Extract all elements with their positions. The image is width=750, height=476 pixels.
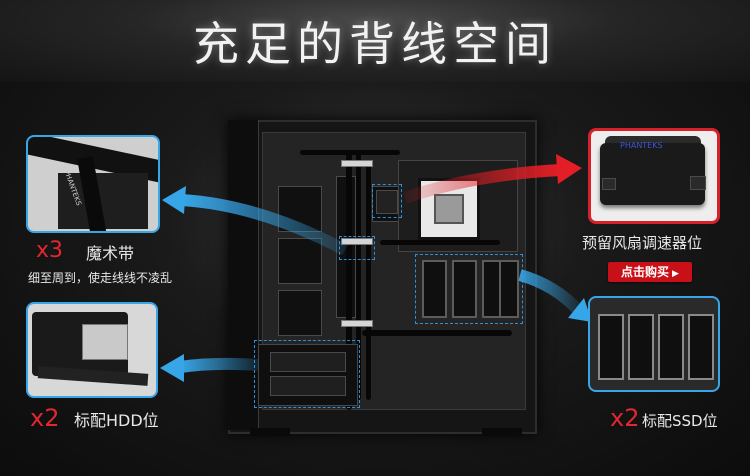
ssd-label: 标配SSD位 — [642, 412, 718, 430]
magic-tape-photo: PHANTEKS — [26, 135, 160, 233]
case-side-edge — [228, 120, 259, 430]
drive-shape — [82, 324, 128, 360]
highlight-ssd-bays — [415, 254, 523, 324]
cable-bundle — [366, 160, 371, 400]
cable-bundle — [356, 150, 361, 400]
arrow-to-magic-tape — [181, 194, 348, 256]
arrow-to-hdd — [179, 357, 259, 373]
case-foot — [482, 428, 522, 436]
cable-bundle — [380, 240, 500, 245]
tray-rail — [37, 366, 149, 386]
ssd-bays-photo — [588, 296, 720, 392]
ssd-bay-closeup — [658, 314, 684, 380]
highlight-fan-controller — [372, 184, 402, 218]
arrow-head-fan-controller — [556, 154, 582, 184]
fan-hub-body — [600, 143, 705, 205]
velcro-strap — [341, 320, 373, 327]
hub-brand-text: PHANTEKS — [620, 141, 663, 150]
cable-bundle — [346, 150, 352, 410]
arrow-head-hdd — [160, 354, 184, 382]
hub-port — [690, 176, 706, 190]
ssd-bay-closeup — [598, 314, 624, 380]
cpu-backplate — [434, 194, 464, 224]
tray-cutout — [278, 238, 322, 284]
play-triangle-icon: ▶ — [672, 269, 679, 279]
arrow-to-ssd — [518, 269, 583, 315]
arrow-head-magic-tape — [162, 186, 186, 214]
buy-now-button[interactable]: 点击购买▶ — [608, 262, 692, 282]
ssd-multiplier: x2 — [610, 404, 640, 432]
magic-tape-multiplier: x3 — [36, 238, 64, 263]
ssd-bay — [422, 260, 447, 318]
cable-bundle — [300, 150, 400, 155]
hdd-slot — [270, 352, 346, 372]
case-foot — [250, 428, 290, 436]
hub-port — [602, 178, 616, 190]
fan-controller-slot — [376, 190, 398, 214]
arrow-head-ssd — [568, 298, 592, 322]
buy-now-label: 点击购买 — [621, 265, 670, 279]
magic-tape-description: 细至周到，使走线线不凌乱 — [28, 271, 173, 285]
fan-controller-label: 预留风扇调速器位 — [582, 234, 703, 252]
magic-tape-label: 魔术带 — [86, 244, 135, 263]
tray-cutout — [278, 290, 322, 336]
hdd-multiplier: x2 — [30, 404, 60, 432]
page-title: 充足的背线空间 — [193, 17, 557, 71]
ssd-bay — [452, 260, 477, 318]
hdd-slot — [270, 376, 346, 396]
ssd-bay — [499, 260, 519, 318]
hdd-tray-photo — [26, 302, 158, 398]
cable-bundle — [362, 330, 512, 336]
hdd-label: 标配HDD位 — [74, 411, 159, 430]
title-banner — [0, 0, 750, 82]
arrow-to-fan-controller — [402, 164, 561, 204]
ssd-bay-closeup — [628, 314, 654, 380]
velcro-strap — [341, 160, 373, 167]
ssd-bay-closeup — [688, 314, 714, 380]
highlight-hdd-cage — [254, 340, 360, 408]
